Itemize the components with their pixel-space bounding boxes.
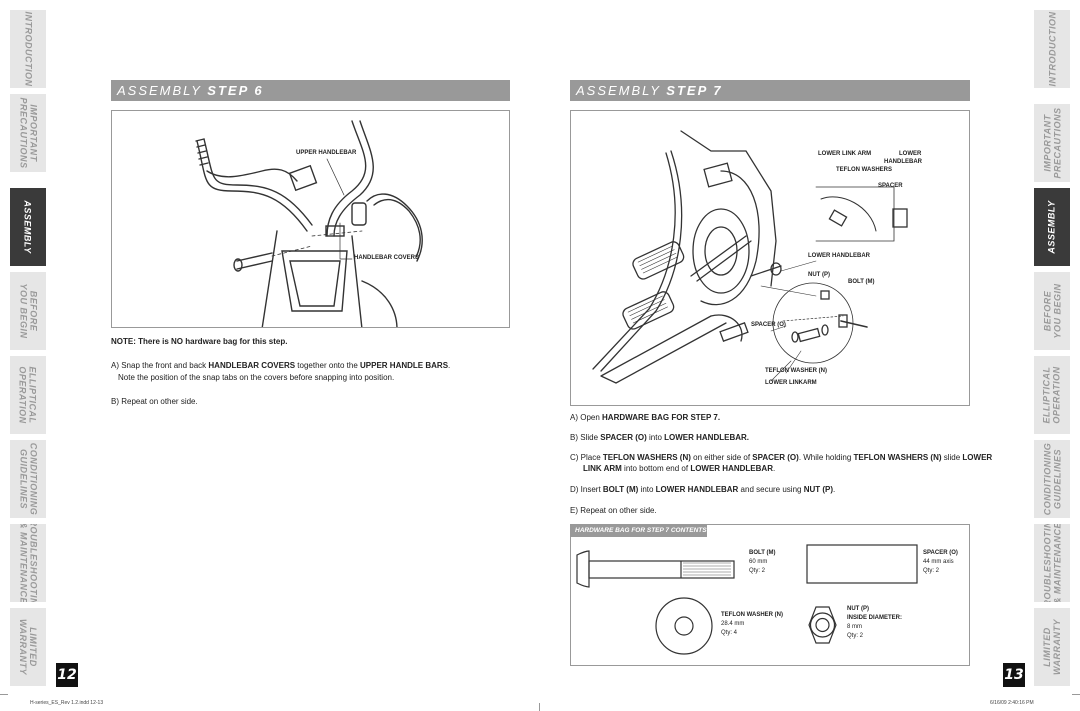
- step-7-illustration: [570, 110, 970, 406]
- step-6-instruction-a-note: Note the position of the snap tabs on th…: [118, 373, 395, 382]
- tab-introduction[interactable]: INTRODUCTION: [1034, 10, 1070, 88]
- step-7-instruction-c-line2: LINK ARM into bottom end of LOWER HANDLE…: [583, 464, 776, 473]
- crop-mark: [0, 694, 8, 695]
- callout-teflon-washers: TEFLON WASHERS: [836, 167, 893, 173]
- callout-upper-handlebar: UPPER HANDLEBAR: [296, 150, 357, 156]
- elliptical-handlebar-drawing: [195, 120, 423, 327]
- tab-introduction[interactable]: INTRODUCTION: [10, 10, 46, 88]
- callout-lower-linkarm: LOWER LINKARM: [765, 380, 817, 386]
- hardware-parts-drawing: [576, 544, 918, 655]
- step-7-instruction-e: E) Repeat on other side.: [570, 506, 657, 515]
- tab-limited-warranty[interactable]: LIMITED WARRANTY: [1034, 608, 1070, 686]
- tab-assembly[interactable]: ASSEMBLY: [1034, 188, 1070, 266]
- step-6-note: NOTE: There is NO hardware bag for this …: [111, 337, 288, 346]
- hw-nut-label: NUT (P) INSIDE DIAMETER: 8 mm Qty: 2: [847, 606, 903, 639]
- step-7-instruction-c: C) Place TEFLON WASHERS (N) on either si…: [570, 453, 993, 462]
- tab-conditioning-guidelines[interactable]: CONDITIONING GUIDELINES: [10, 440, 46, 518]
- tab-conditioning-guidelines[interactable]: CONDITIONING GUIDELINES: [1034, 440, 1070, 518]
- tab-troubleshooting-maintenance[interactable]: TROUBLESHOOTING & MAINTENANCE: [1034, 524, 1070, 602]
- tab-assembly[interactable]: ASSEMBLY: [10, 188, 46, 266]
- step-7-instruction-a: A) Open HARDWARE BAG FOR STEP 7.: [570, 413, 721, 422]
- elliptical-lower-link-drawing: [592, 130, 908, 384]
- page-number-right: 13: [1003, 663, 1025, 687]
- step-6-header: ASSEMBLY STEP 6: [111, 80, 510, 101]
- footer-timestamp: 6/16/09 2:40:16 PM: [990, 700, 1034, 706]
- tab-elliptical-operation[interactable]: ELLIPTICAL OPERATION: [1034, 356, 1070, 434]
- tab-important-precautions[interactable]: IMPORTANT PRECAUTIONS: [10, 94, 46, 172]
- tab-elliptical-operation[interactable]: ELLIPTICAL OPERATION: [10, 356, 46, 434]
- step-7-instruction-d: D) Insert BOLT (M) into LOWER HANDLEBAR …: [570, 485, 836, 494]
- crop-mark: [539, 703, 540, 711]
- tab-limited-warranty[interactable]: LIMITED WARRANTY: [10, 608, 46, 686]
- step-7-instruction-b: B) Slide SPACER (O) into LOWER HANDLEBAR…: [570, 433, 749, 442]
- callout-lower: LOWER: [899, 151, 922, 157]
- tab-troubleshooting-maintenance[interactable]: TROUBLESHOOTING & MAINTENANCE: [10, 524, 46, 602]
- step-7-header: ASSEMBLY STEP 7: [570, 80, 970, 101]
- callout-handlebar: HANDLEBAR: [884, 159, 922, 165]
- crop-mark: [1072, 694, 1080, 695]
- hw-spacer-label: SPACER (O) 44 mm axis Qty: 2: [923, 550, 958, 574]
- page-number-left: 12: [56, 663, 78, 687]
- step-6-illustration: [111, 110, 510, 328]
- callout-lower-handlebar: LOWER HANDLEBAR: [808, 253, 870, 259]
- step-6-instruction-b: B) Repeat on other side.: [111, 397, 198, 406]
- hw-bolt-label: BOLT (M) 60 mm Qty: 2: [749, 550, 776, 574]
- hw-washer-label: TEFLON WASHER (N) 28.4 mm Qty: 4: [721, 612, 783, 636]
- tab-before-you-begin[interactable]: BEFORE YOU BEGIN: [1034, 272, 1070, 350]
- step-6-instruction-a: A) Snap the front and back HANDLEBAR COV…: [111, 361, 451, 370]
- callout-nut-p: NUT (P): [808, 272, 830, 278]
- callout-bolt-m: BOLT (M): [848, 279, 875, 285]
- hardware-bag-title: HARDWARE BAG FOR STEP 7 CONTENTS :: [571, 525, 707, 546]
- callout-spacer-o: SPACER (O): [751, 322, 786, 328]
- tab-before-you-begin[interactable]: BEFORE YOU BEGIN: [10, 272, 46, 350]
- footer-file-info: H-series_ES_Rev 1.2.indd 12-13: [30, 700, 104, 706]
- callout-teflon-washer-n: TEFLON WASHER (N): [765, 368, 827, 374]
- callout-lower-link-arm: LOWER LINK ARM: [818, 151, 872, 157]
- hardware-bag-contents: HARDWARE BAG FOR STEP 7 CONTENTS : BOLT …: [570, 524, 970, 666]
- callout-spacer: SPACER: [878, 183, 903, 189]
- tab-important-precautions[interactable]: IMPORTANT PRECAUTIONS: [1034, 104, 1070, 182]
- callout-handlebar-covers: HANDLEBAR COVERS: [354, 255, 420, 261]
